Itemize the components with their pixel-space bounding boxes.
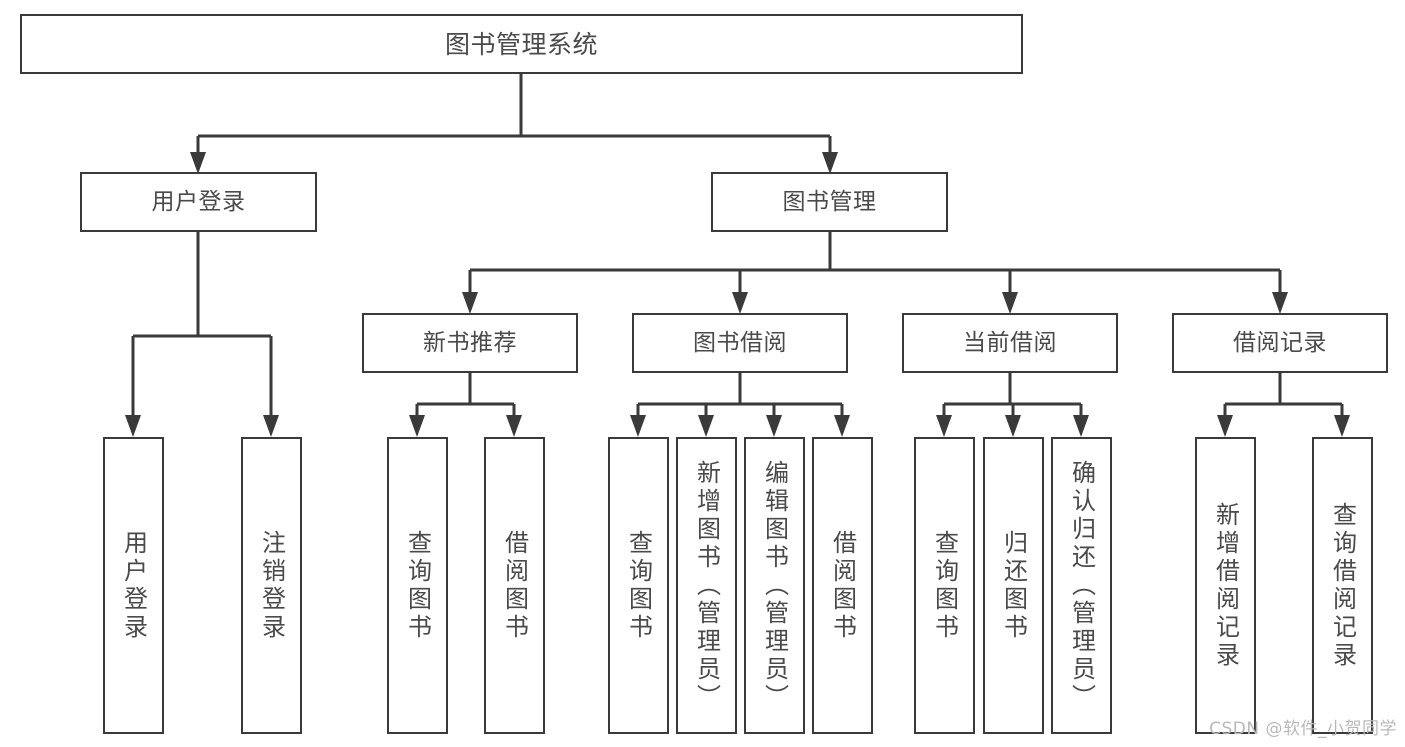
node-label: 查询借阅记录 (1328, 501, 1357, 670)
arrowhead-user-login-leaf-1 (125, 415, 141, 437)
arrowhead-borrow-leaf-4 (834, 415, 850, 437)
leaf-add-book-admin[interactable]: 新增图书（管理员） (676, 437, 737, 734)
node-label: 确认归还（管理员） (1067, 459, 1096, 712)
node-label: 新书推荐 (423, 329, 517, 356)
node-user-login[interactable]: 用户登录 (80, 172, 317, 232)
leaf-borrow-book[interactable]: 借阅图书 (812, 437, 873, 734)
leaf-query-book-current[interactable]: 查询图书 (914, 437, 975, 734)
node-label: 查询图书 (930, 529, 959, 642)
csdn-watermark: CSDN @软件_小贺同学 (1209, 719, 1397, 739)
leaf-query-book-borrow[interactable]: 查询图书 (608, 437, 669, 734)
node-label: 归还图书 (999, 529, 1028, 642)
arrowhead-current-leaf-2 (1005, 415, 1021, 437)
node-label: 注销登录 (257, 529, 286, 642)
arrowhead-records-leaf-2 (1334, 415, 1350, 437)
node-label: 用户登录 (151, 188, 246, 215)
node-label: 新增借阅记录 (1211, 501, 1240, 670)
node-label: 借阅记录 (1233, 329, 1327, 356)
arrowhead-records-leaf-1 (1217, 415, 1233, 437)
arrowhead-user-login (190, 152, 206, 174)
node-label: 借阅图书 (500, 529, 529, 642)
leaf-query-book-new[interactable]: 查询图书 (387, 437, 448, 734)
leaf-add-borrow-record[interactable]: 新增借阅记录 (1195, 437, 1256, 734)
arrowhead-new-book-leaf-1 (409, 415, 425, 437)
arrowhead-borrow (732, 292, 748, 314)
node-new-book-recommend[interactable]: 新书推荐 (362, 313, 578, 373)
arrowhead-user-login-leaf-2 (263, 415, 279, 437)
node-label: 查询图书 (624, 529, 653, 642)
arrowhead-current-leaf-1 (936, 415, 952, 437)
arrowheads (125, 152, 1350, 437)
node-label: 查询图书 (403, 529, 432, 642)
leaf-confirm-return-admin[interactable]: 确认归还（管理员） (1051, 437, 1112, 734)
leaf-logout[interactable]: 注销登录 (241, 437, 302, 734)
node-label: 借阅图书 (828, 529, 857, 642)
node-label: 编辑图书（管理员） (760, 459, 789, 712)
node-book-management-system[interactable]: 图书管理系统 (20, 14, 1023, 74)
node-label: 当前借阅 (963, 329, 1057, 356)
leaf-edit-book-admin[interactable]: 编辑图书（管理员） (744, 437, 805, 734)
node-label: 图书管理系统 (444, 29, 598, 59)
arrowhead-borrow-leaf-2 (698, 415, 714, 437)
node-book-borrow[interactable]: 图书借阅 (632, 313, 848, 373)
arrowhead-records (1272, 292, 1288, 314)
arrowhead-current (1002, 292, 1018, 314)
node-label: 新增图书（管理员） (692, 459, 721, 712)
arrowhead-borrow-leaf-3 (766, 415, 782, 437)
leaf-user-login[interactable]: 用户登录 (103, 437, 164, 734)
arrowhead-borrow-leaf-1 (630, 415, 646, 437)
node-book-management[interactable]: 图书管理 (711, 172, 948, 232)
leaf-borrow-book-new[interactable]: 借阅图书 (484, 437, 545, 734)
node-label: 图书借阅 (693, 329, 787, 356)
node-borrow-records[interactable]: 借阅记录 (1172, 313, 1388, 373)
node-label: 图书管理 (782, 188, 877, 215)
arrowhead-new-book-leaf-2 (506, 415, 522, 437)
arrowhead-current-leaf-3 (1073, 415, 1089, 437)
arrowhead-book-mgmt (822, 152, 838, 174)
leaf-query-borrow-record[interactable]: 查询借阅记录 (1312, 437, 1373, 734)
node-current-borrow[interactable]: 当前借阅 (902, 313, 1118, 373)
node-label: 用户登录 (119, 529, 148, 642)
leaf-return-book[interactable]: 归还图书 (983, 437, 1044, 734)
arrowhead-new-book (462, 292, 478, 314)
